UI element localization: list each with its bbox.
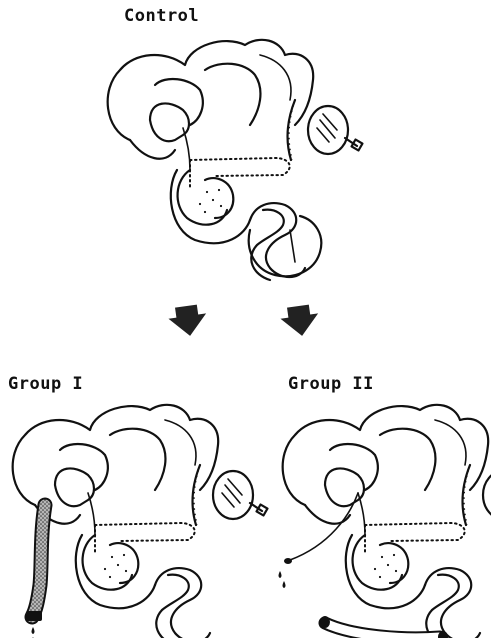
down-arrow-icon <box>167 304 209 339</box>
group-1-anatomy <box>13 405 268 638</box>
group-2-anatomy <box>279 405 491 638</box>
down-arrow-icon <box>279 304 321 339</box>
control-anatomy <box>108 40 363 280</box>
